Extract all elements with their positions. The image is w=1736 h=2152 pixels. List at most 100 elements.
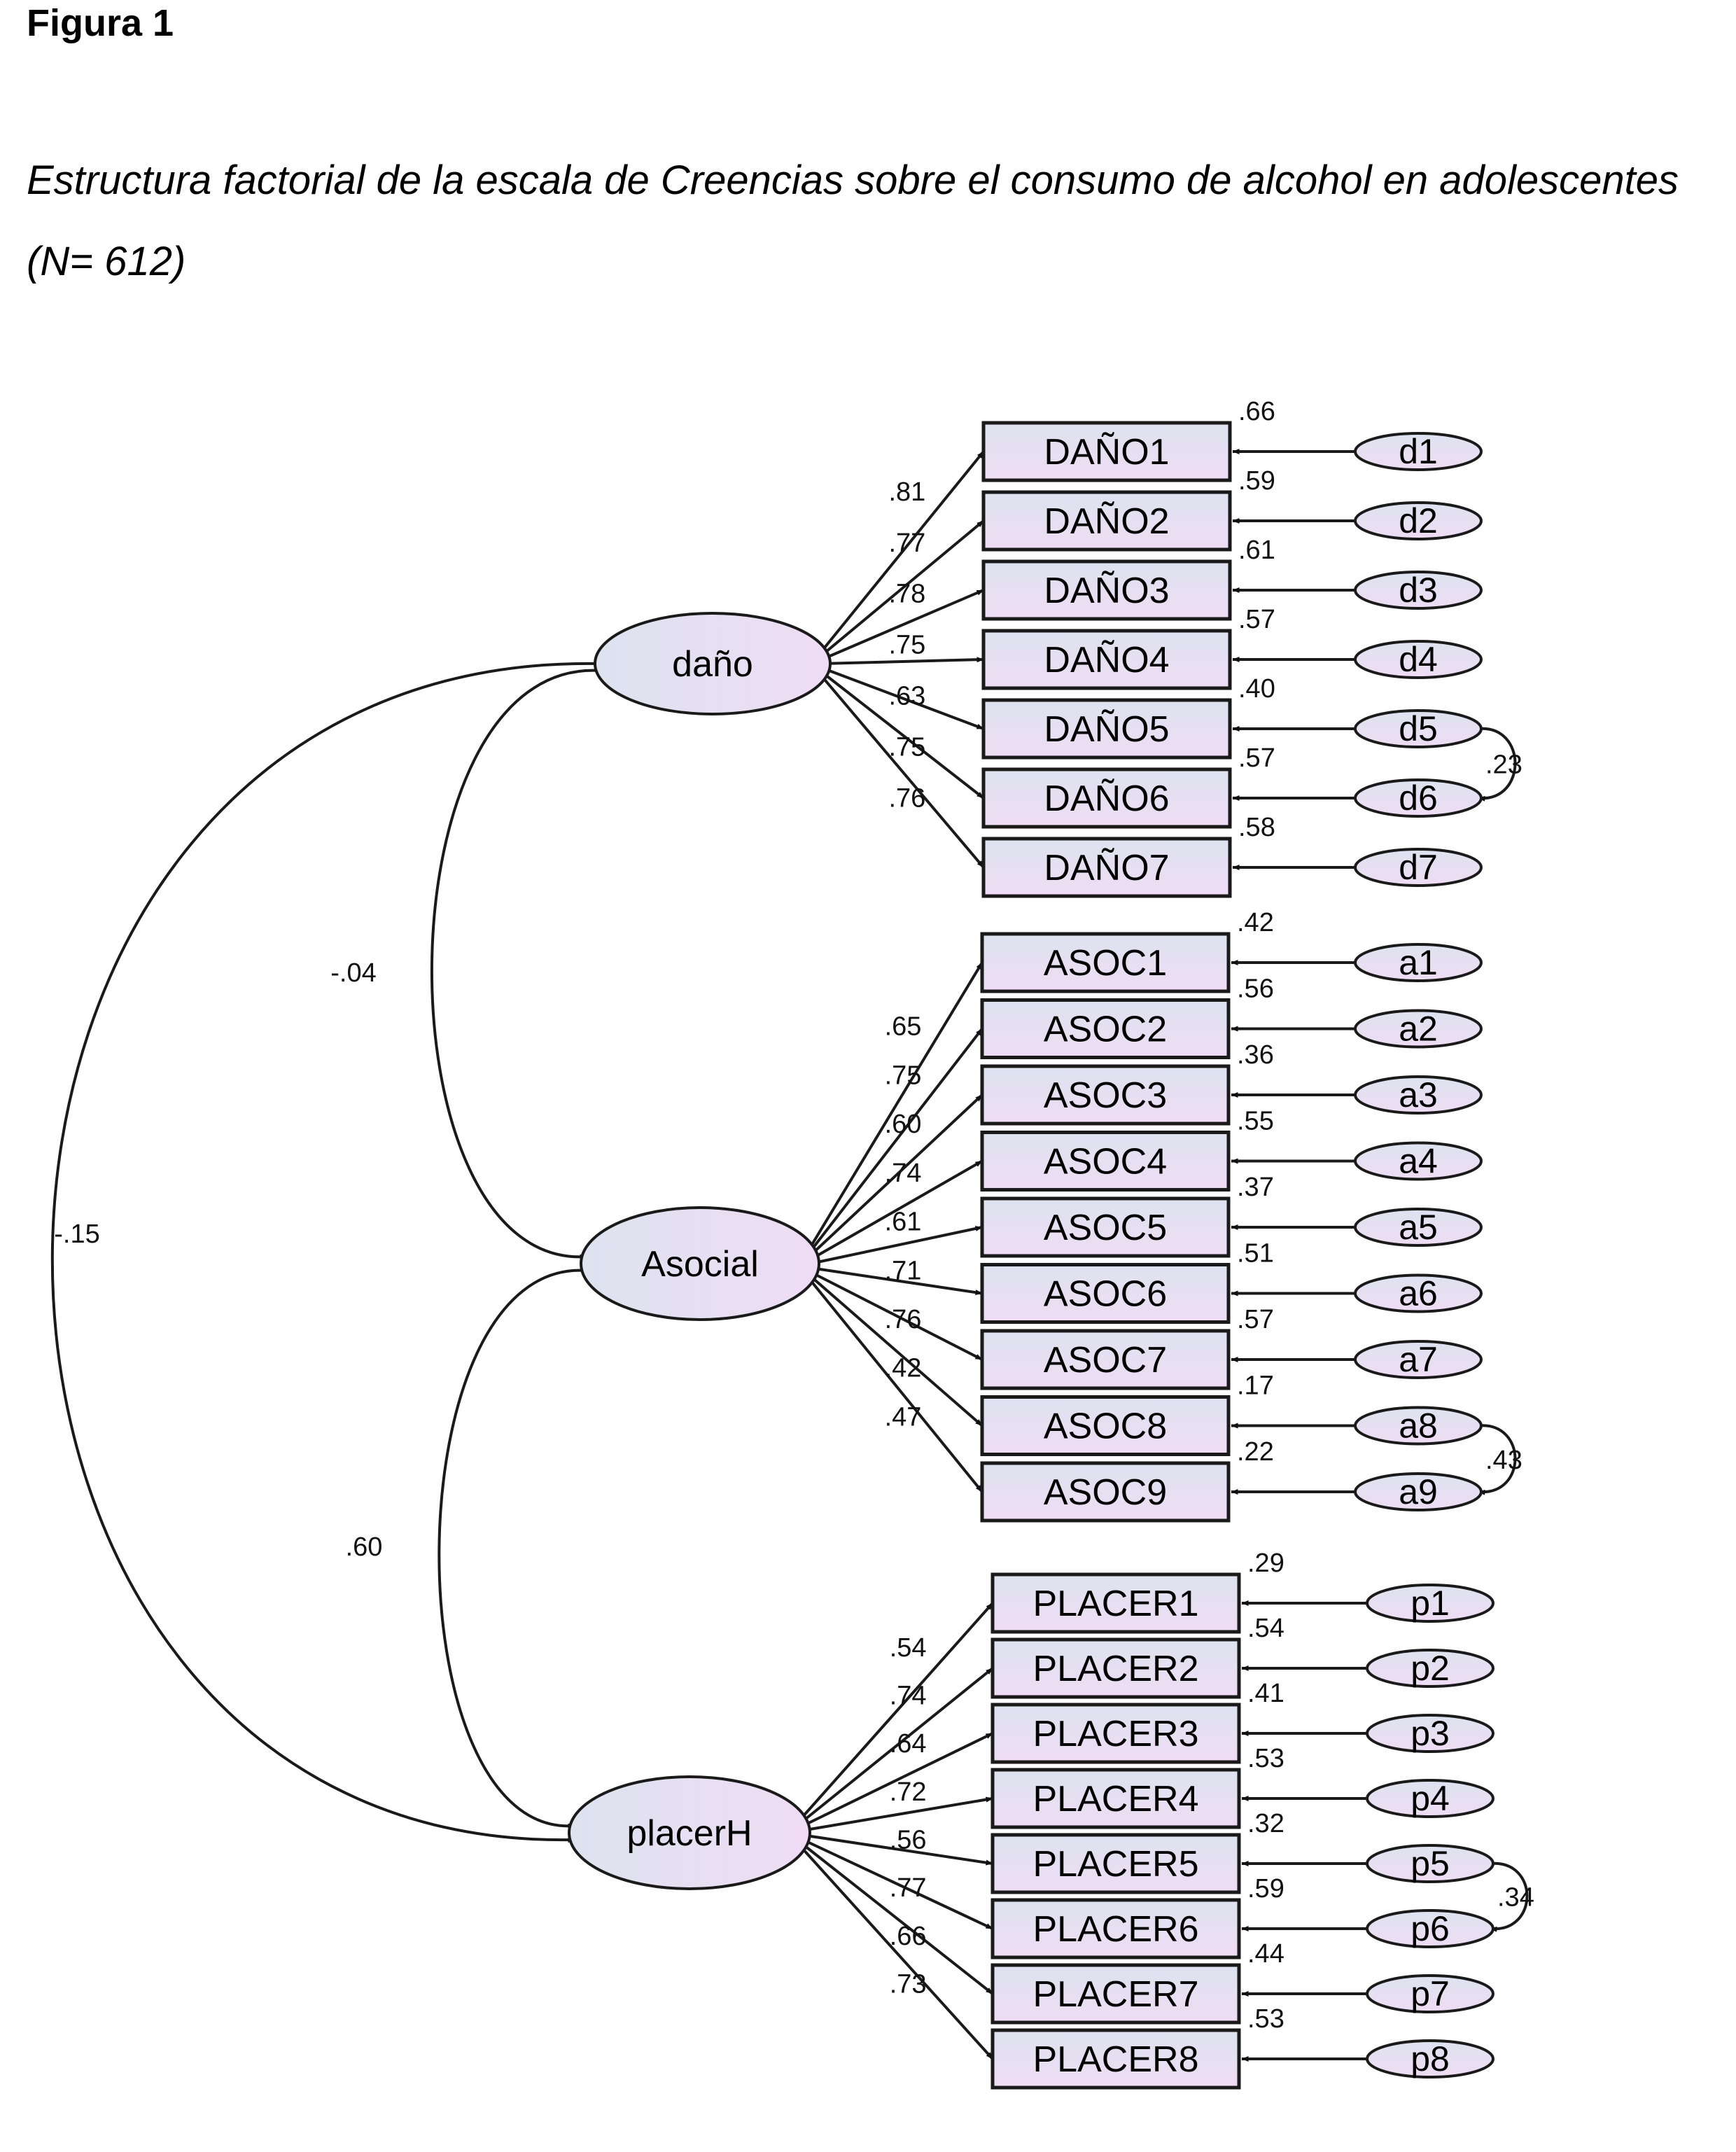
r-squared-value: .37 [1237,1173,1274,1202]
loading-path [820,519,985,657]
r-squared-value: .57 [1238,605,1275,634]
latent-factor-label: Asocial [641,1244,759,1285]
error-term-label: d2 [1399,501,1438,540]
indicator-box [990,2028,1241,2090]
loading-path [801,1838,993,1930]
r-squared-value: .44 [1247,1939,1284,1969]
error-term [1366,1714,1494,1753]
indicator-label: DAÑO4 [1044,640,1169,680]
r-squared-value: .61 [1238,536,1275,565]
indicator-box [980,1131,1231,1192]
error-term-label: a1 [1399,943,1438,982]
indicator-box [980,998,1231,1059]
loading-value: .56 [890,1826,927,1855]
loading-path [821,657,984,665]
loading-value: .65 [885,1012,922,1042]
loading-path [800,1846,994,2060]
factor-correlation-arc [430,668,608,1260]
error-term-label: p6 [1410,1909,1450,1948]
error-term-label: d7 [1399,848,1438,887]
r-squared-value: .17 [1237,1371,1274,1401]
error-term [1354,1340,1483,1379]
r-squared-value: .29 [1247,1549,1284,1578]
r-squared-value: .56 [1237,974,1274,1004]
labels-layer: .81.66.77.59.78.61.75.57.63.40.75.57.76.… [54,397,1534,2034]
error-term-label: d4 [1399,640,1438,679]
error-term-label: a8 [1399,1406,1438,1446]
error-term-label: a2 [1399,1009,1438,1049]
loading-value: .74 [890,1682,927,1711]
indicator-label: PLACER7 [1033,1974,1199,2015]
indicator-label: PLACER1 [1033,1584,1199,1624]
error-term [1354,778,1483,818]
loading-value: .75 [885,1061,922,1090]
indicator-label: DAÑO7 [1044,848,1169,888]
latent-factor-label: daño [672,644,753,685]
error-term [1366,1649,1494,1688]
indicator-label: ASOC1 [1044,943,1167,984]
loading-path [800,1602,994,1819]
r-squared-value: .51 [1237,1239,1274,1269]
indicator-label: DAÑO1 [1044,432,1169,473]
error-term-label: d3 [1399,571,1438,610]
r-squared-value: .55 [1237,1107,1274,1136]
error-term [1366,1779,1494,1818]
latent-factor-label: placerH [626,1813,752,1854]
loading-value: .63 [888,682,925,711]
loading-value: .66 [890,1922,927,1951]
error-term-label: a6 [1399,1274,1438,1313]
error-term-label: a7 [1399,1340,1438,1379]
indicator-label: PLACER6 [1033,1909,1199,1950]
error-term-label: p8 [1410,2039,1450,2078]
loading-path [810,1266,983,1296]
loading-path [820,450,985,652]
r-squared-value: .57 [1238,743,1275,773]
indicator-label: DAÑO5 [1044,709,1169,750]
indicator-box [980,1263,1231,1324]
error-term [1354,1406,1483,1446]
loading-value: .77 [888,529,925,558]
error-term-label: d6 [1399,778,1438,818]
r-squared-value: .57 [1237,1305,1274,1334]
error-term-label: a5 [1399,1208,1438,1247]
loading-value: .73 [890,1969,927,1999]
loading-value: .81 [888,477,925,507]
indicator-box [990,1768,1241,1829]
loading-value: .74 [885,1159,922,1188]
loading-value: .54 [890,1633,927,1663]
loading-value: .42 [885,1354,922,1383]
error-term [1354,432,1483,471]
error-term [1354,1075,1483,1115]
error-term [1354,709,1483,748]
loading-path [809,1275,983,1427]
r-squared-value: .40 [1238,674,1275,704]
indicator-box [981,421,1232,482]
loading-path [809,1028,983,1252]
indicator-label: ASOC5 [1044,1208,1167,1248]
error-term-label: a3 [1399,1075,1438,1115]
correlation-arcs-layer [50,661,1529,1932]
indicator-label: ASOC6 [1044,1274,1167,1315]
error-term [1354,943,1483,982]
error-term-label: p4 [1410,1779,1450,1818]
error-term [1366,1584,1494,1623]
error-term-label: p1 [1410,1584,1450,1623]
error-term [1354,1273,1483,1313]
loading-value: .61 [885,1208,922,1237]
indicator-box [990,1572,1241,1634]
loading-value: .71 [885,1256,922,1285]
error-term [1366,1844,1494,1883]
indicator-box [980,932,1231,993]
indicator-label: PLACER8 [1033,2039,1199,2080]
error-term-label: p7 [1410,1974,1450,2013]
loading-path [821,666,984,730]
indicator-label: DAÑO6 [1044,778,1169,819]
error-term [1354,1472,1483,1511]
indicator-label: ASOC4 [1044,1142,1167,1182]
error-term [1354,1009,1483,1049]
error-term [1366,2039,1494,2078]
indicator-label: PLACER2 [1033,1649,1199,1689]
factor-correlation-value: .60 [346,1532,383,1562]
r-squared-value: .22 [1237,1437,1274,1467]
